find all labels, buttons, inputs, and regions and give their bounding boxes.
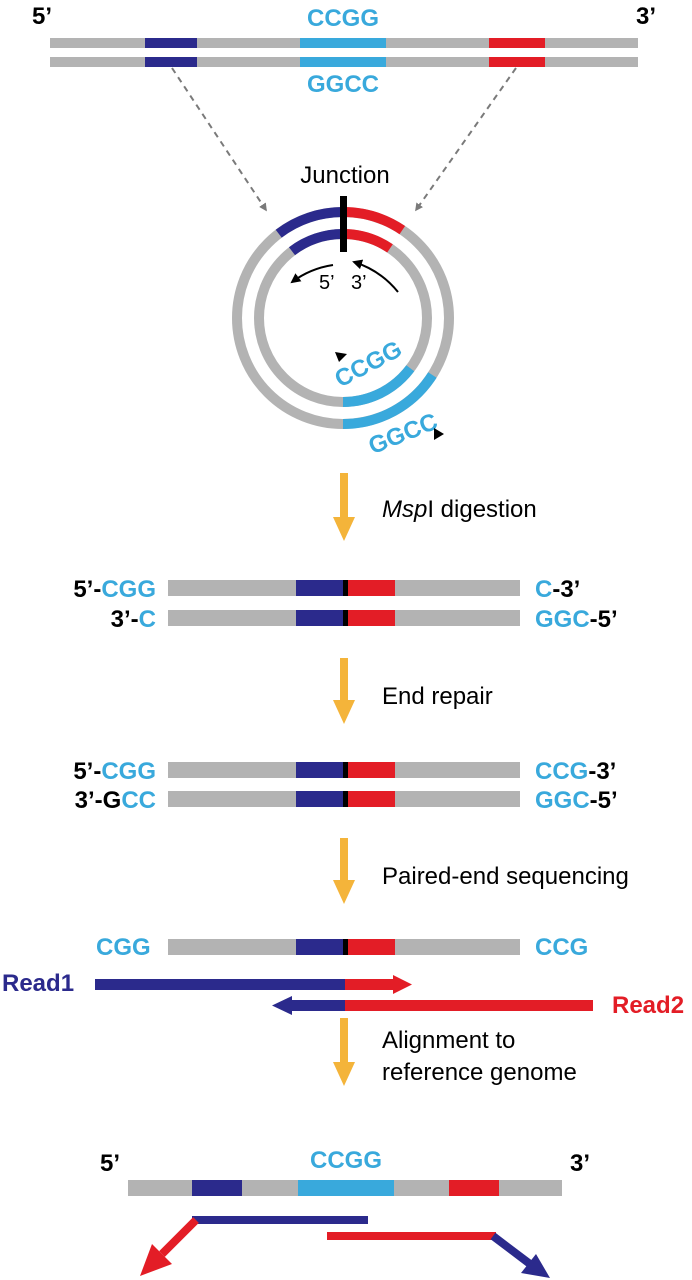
repaired-junction-upper — [343, 762, 348, 778]
aligned-read1-arrowhead — [140, 1244, 172, 1276]
top-navy-segment-upper — [145, 38, 197, 48]
repaired-navy-upper — [296, 762, 344, 778]
reference-red — [449, 1180, 499, 1196]
repaired-bottom-left-label: 3’-GCC — [75, 787, 156, 814]
down-arrow-1 — [333, 473, 355, 541]
digested-bottom-left-label: 3’-C — [111, 606, 156, 633]
digested-junction-lower — [343, 610, 348, 626]
digested-navy-lower — [296, 610, 344, 626]
read2-navy-part — [290, 1000, 345, 1011]
dashed-arrow-right — [415, 67, 517, 212]
alignment-label-line1: Alignment to — [382, 1027, 515, 1054]
cut-marker-lower — [434, 428, 444, 440]
step-end-repair: End repair — [333, 658, 493, 724]
top-red-segment-upper — [489, 38, 545, 48]
top-ggcc-label: GGCC — [307, 71, 379, 98]
reference-navy — [192, 1180, 242, 1196]
top-ccgg-label: CCGG — [307, 5, 379, 32]
sequenced-right-seq: CCG — [535, 934, 588, 961]
inner-red-arc — [342, 229, 393, 253]
outer-navy-arc — [275, 206, 344, 238]
reference-site — [298, 1180, 394, 1196]
step-alignment: Alignment to reference genome — [333, 1018, 577, 1086]
repaired-navy-lower — [296, 791, 344, 807]
sequenced-navy — [296, 939, 344, 955]
alignment-label-line2: reference genome — [382, 1059, 577, 1086]
repaired-fragment: 5’-CGG 3’-GCC CCG-3’ GGC-5’ — [73, 758, 617, 814]
aligned-3prime-label: 3’ — [570, 1150, 590, 1177]
step-paired-end-sequencing: Paired-end sequencing — [333, 838, 629, 904]
cut-marker-upper — [335, 352, 347, 362]
step-mspi-digestion: MspI digestion — [333, 473, 537, 541]
aligned-reference: 5’ 3’ CCGG — [100, 1147, 590, 1278]
sequenced-red — [348, 939, 395, 955]
digested-junction-upper — [343, 580, 348, 596]
sequenced-fragment: CGG CCG Read1 Read2 — [2, 934, 684, 1019]
outer-red-arc — [342, 206, 406, 235]
sequenced-junction — [343, 939, 348, 955]
digestion-label: MspI digestion — [382, 496, 537, 523]
top-3prime-label: 3’ — [636, 3, 656, 30]
top-site-upper — [300, 38, 386, 48]
down-arrow-3 — [333, 838, 355, 904]
repaired-top-right-label: CCG-3’ — [535, 758, 616, 785]
outer-site-arc — [342, 372, 437, 429]
aligned-5prime-label: 5’ — [100, 1150, 120, 1177]
primer-3prime-label: 3’ — [351, 272, 367, 294]
digested-fragment: 5’-CGG 3’-C C-3’ GGC-5’ — [73, 576, 617, 633]
top-navy-segment-lower — [145, 57, 197, 67]
read2-label: Read2 — [612, 992, 684, 1019]
down-arrow-4 — [333, 1018, 355, 1086]
digested-red-upper — [348, 580, 395, 596]
digested-navy-upper — [296, 580, 344, 596]
top-5prime-label: 5’ — [32, 3, 52, 30]
dashed-arrow-left — [171, 67, 267, 212]
read2-red-part — [345, 1000, 593, 1011]
digested-red-lower — [348, 610, 395, 626]
read1-red-part — [345, 979, 395, 990]
junction-bar — [340, 196, 347, 252]
inner-site-arc — [342, 365, 415, 407]
top-genome: 5’ 3’ CCGG GGCC — [32, 3, 656, 212]
top-red-segment-lower — [489, 57, 545, 67]
sequencing-label: Paired-end sequencing — [382, 863, 629, 890]
digested-top-left-label: 5’-CGG — [73, 576, 156, 603]
repaired-red-upper — [348, 762, 395, 778]
end-repair-label: End repair — [382, 683, 493, 710]
aligned-ccgg-label: CCGG — [310, 1147, 382, 1174]
repaired-junction-lower — [343, 791, 348, 807]
digested-top-right-label: C-3’ — [535, 576, 580, 603]
repaired-red-lower — [348, 791, 395, 807]
primer-arrow-left — [290, 264, 334, 284]
read1-arrowhead — [393, 975, 412, 994]
read2-arrowhead — [272, 996, 292, 1015]
primer-arrow-right — [352, 259, 399, 293]
aligned-read2-arrowhead — [521, 1254, 550, 1278]
repaired-bottom-right-label: GGC-5’ — [535, 787, 618, 814]
sequenced-left-seq: CGG — [96, 934, 151, 961]
aligned-read1-red — [159, 1217, 199, 1257]
digested-bottom-right-label: GGC-5’ — [535, 606, 618, 633]
repaired-top-left-label: 5’-CGG — [73, 758, 156, 785]
circular-molecule: Junction 5’ 3’ CCGG GGCC — [232, 162, 454, 460]
read1-label: Read1 — [2, 970, 74, 997]
inner-navy-arc — [288, 228, 344, 256]
top-site-lower — [300, 57, 386, 67]
junction-label: Junction — [300, 162, 389, 189]
primer-5prime-label: 5’ — [319, 272, 335, 294]
read1-navy-part — [95, 979, 345, 990]
aligned-read2-navy — [490, 1232, 533, 1268]
down-arrow-2 — [333, 658, 355, 724]
